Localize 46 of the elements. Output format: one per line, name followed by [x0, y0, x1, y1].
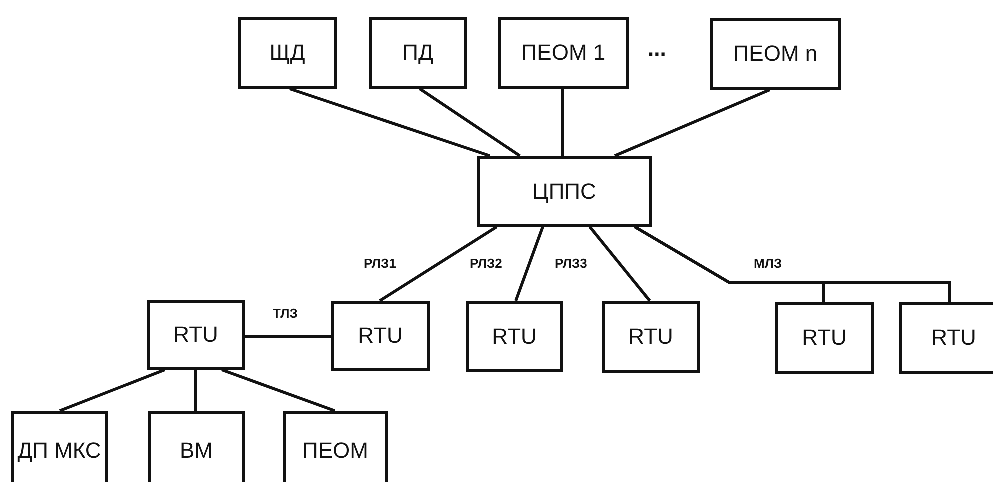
connector-line: [221, 368, 336, 412]
connector-line: [588, 226, 652, 302]
device-box: [710, 18, 841, 90]
device-box: [11, 411, 108, 482]
device-box: [283, 411, 388, 482]
connector-line: [59, 368, 166, 412]
node-label: ЩД: [270, 41, 306, 65]
connector-line: [290, 88, 490, 158]
node-label: RTU: [802, 326, 847, 350]
node-label: ЦППС: [532, 180, 596, 204]
device-box: [369, 17, 467, 89]
device-box: [498, 17, 629, 89]
edge-label: ТЛЗ: [271, 306, 300, 321]
device-box: [775, 302, 874, 374]
node-label: RTU: [174, 323, 218, 347]
connector-line: [419, 88, 521, 158]
device-box: [148, 411, 245, 482]
connector-line: [194, 370, 198, 411]
connector-line: [514, 226, 544, 302]
node-label: ДП МКС: [18, 439, 102, 463]
edge-label: РЛЗ1: [362, 256, 398, 271]
device-box: [238, 17, 337, 89]
node-label: RTU: [628, 325, 674, 349]
edge-label: РЛЗ2: [468, 256, 504, 271]
connector-line: [614, 88, 771, 158]
connector-line: [379, 226, 498, 302]
connector-line: [245, 336, 331, 338]
edge-label: МЛЗ: [752, 256, 784, 271]
node-label: ПД: [402, 41, 434, 65]
node-label: RTU: [932, 326, 976, 350]
connector-line: [634, 226, 952, 302]
node-label: ПЕОМ: [302, 439, 368, 463]
edge-label: РЛЗ3: [553, 256, 590, 271]
device-box: [466, 301, 563, 372]
node-label: RTU: [492, 324, 537, 348]
ellipsis-label: ...: [648, 36, 666, 62]
node-label: RTU: [358, 324, 403, 348]
connector-line: [562, 89, 564, 156]
device-box: [477, 156, 652, 227]
device-box: [602, 301, 700, 373]
node-label: ВМ: [180, 439, 213, 463]
device-box: [331, 301, 430, 371]
device-box: [147, 300, 245, 370]
node-label: ПЕОМ n: [733, 42, 818, 66]
device-box: [899, 302, 993, 374]
node-label: ПЕОМ 1: [521, 41, 606, 65]
